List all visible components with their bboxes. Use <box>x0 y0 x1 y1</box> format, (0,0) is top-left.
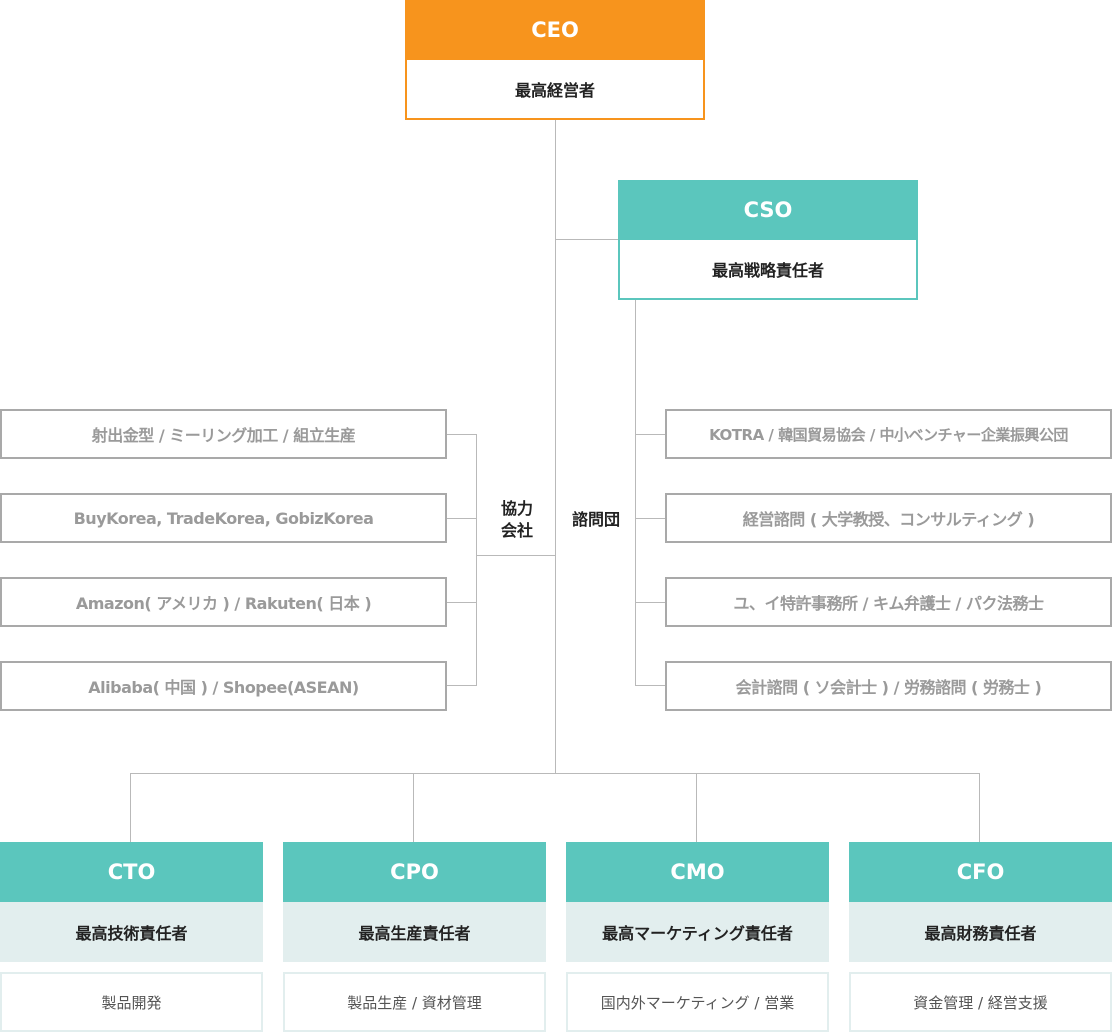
connector-line <box>446 685 477 686</box>
connector-line <box>555 120 556 774</box>
connector-line <box>635 518 666 519</box>
advisors-label: 諮問団 <box>566 507 626 533</box>
connector-line <box>555 239 619 240</box>
advisor-item: 経営諮問 ( 大学教授、コンサルティング ) <box>665 493 1112 543</box>
partner-item: 射出金型 / ミーリング加工 / 組立生産 <box>0 409 447 459</box>
advisor-item: ユ、イ特許事務所 / キム弁護士 / パク法務士 <box>665 577 1112 627</box>
ceo-box: CEO 最高経営者 <box>405 0 705 120</box>
partners-label: 協力 会社 <box>495 496 539 544</box>
cso-box: CSO 最高戦略責任者 <box>618 180 918 300</box>
cso-title: 最高戦略責任者 <box>618 240 918 300</box>
officer-desc: 国内外マーケティング / 営業 <box>566 972 829 1032</box>
officer-code: CTO <box>0 842 263 902</box>
partner-item: Amazon( アメリカ ) / Rakuten( 日本 ) <box>0 577 447 627</box>
cfo-box: CFO 最高財務責任者 資金管理 / 経営支援 <box>849 842 1112 1032</box>
officer-code: CMO <box>566 842 829 902</box>
connector-line <box>979 773 980 843</box>
cmo-box: CMO 最高マーケティング責任者 国内外マーケティング / 営業 <box>566 842 829 1032</box>
officer-code: CFO <box>849 842 1112 902</box>
cpo-box: CPO 最高生産責任者 製品生産 / 資材管理 <box>283 842 546 1032</box>
ceo-code: CEO <box>405 0 705 60</box>
connector-line <box>635 434 666 435</box>
officer-title: 最高技術責任者 <box>0 902 263 962</box>
connector-line <box>413 773 414 843</box>
officer-title: 最高マーケティング責任者 <box>566 902 829 962</box>
officer-desc: 製品開発 <box>0 972 263 1032</box>
partner-item: Alibaba( 中国 ) / Shopee(ASEAN) <box>0 661 447 711</box>
connector-line <box>696 773 697 843</box>
partner-item: BuyKorea, TradeKorea, GobizKorea <box>0 493 447 543</box>
advisor-item: KOTRA / 韓国貿易協会 / 中小ベンチャー企業振興公団 <box>665 409 1112 459</box>
connector-line <box>476 555 556 556</box>
cto-box: CTO 最高技術責任者 製品開発 <box>0 842 263 1032</box>
officer-code: CPO <box>283 842 546 902</box>
connector-line <box>130 773 131 843</box>
connector-line <box>446 518 477 519</box>
advisor-item: 会計諮問 ( ソ会計士 ) / 労務諮問 ( 労務士 ) <box>665 661 1112 711</box>
officer-title: 最高生産責任者 <box>283 902 546 962</box>
ceo-title: 最高経営者 <box>405 60 705 120</box>
officer-desc: 資金管理 / 経営支援 <box>849 972 1112 1032</box>
connector-line <box>130 773 980 774</box>
connector-line <box>446 602 477 603</box>
officer-desc: 製品生産 / 資材管理 <box>283 972 546 1032</box>
connector-line <box>635 300 636 686</box>
connector-line <box>446 434 477 435</box>
officer-title: 最高財務責任者 <box>849 902 1112 962</box>
connector-line <box>476 434 477 686</box>
connector-line <box>635 602 666 603</box>
connector-line <box>635 685 666 686</box>
cso-code: CSO <box>618 180 918 240</box>
